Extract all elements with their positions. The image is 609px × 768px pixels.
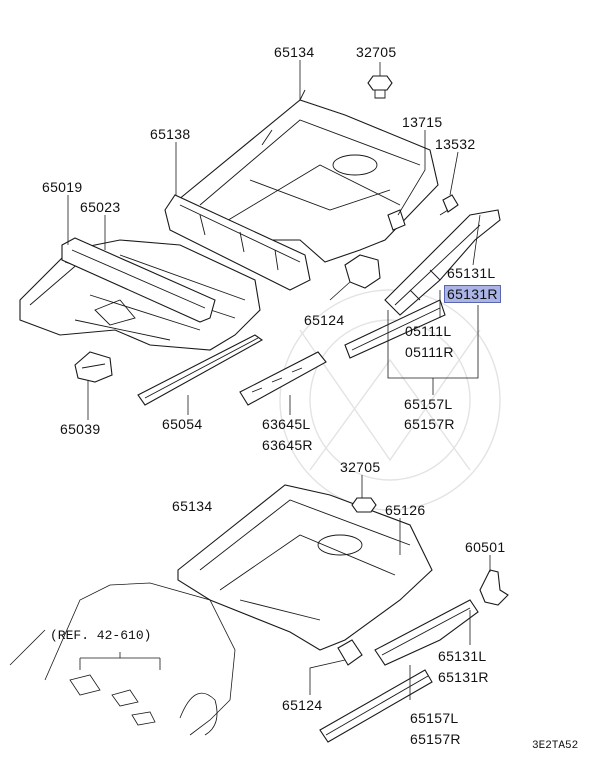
label-13715: 13715 (402, 114, 443, 130)
label-65124: 65124 (304, 312, 345, 328)
label-65054: 65054 (162, 416, 203, 432)
side-member-65019 (61, 237, 216, 323)
label-65157r-lower: 65157R (410, 731, 461, 747)
label-05111r: 05111R (405, 344, 454, 360)
label-65131r-highlighted[interactable]: 65131R (444, 285, 501, 303)
label-65134: 65134 (274, 44, 315, 60)
label-63645r: 63645R (262, 437, 313, 453)
plate-63645 (239, 351, 327, 406)
sill-65157-lower (319, 669, 433, 743)
label-65138: 65138 (150, 126, 191, 142)
label-65023: 65023 (80, 199, 121, 215)
bracket-65124-upper (344, 254, 381, 289)
label-65126: 65126 (385, 502, 426, 518)
bolt-32705-lower (351, 497, 377, 513)
reference-note: (REF. 42-610) (50, 628, 152, 643)
label-05111l: 05111L (405, 323, 452, 339)
label-65131r-lower: 65131R (438, 669, 489, 685)
label-65134-lower: 65134 (172, 498, 213, 514)
label-65131l-lower: 65131L (438, 648, 487, 664)
label-32705-lower: 32705 (340, 459, 381, 475)
leader-lines (67, 60, 491, 700)
label-13532: 13532 (435, 136, 476, 152)
crossmember-65138 (164, 194, 311, 291)
side-rail-65131-upper (384, 209, 501, 316)
label-63645l: 63645L (262, 416, 311, 432)
bracket-13715 (387, 209, 406, 231)
rear-floor-pan-upper (177, 89, 439, 263)
label-32705: 32705 (356, 44, 397, 60)
bracket-65039 (74, 351, 113, 383)
clip-13532 (439, 194, 459, 216)
vehicle-reference-outline (9, 582, 236, 736)
side-rail-65131-lower (374, 599, 479, 666)
rear-floor-pan-lower (177, 484, 433, 651)
diagram-code: 3E2TA52 (532, 740, 579, 752)
bolt-32705-upper (367, 75, 393, 99)
label-65157l: 65157L (404, 396, 453, 412)
label-65124-lower: 65124 (282, 697, 323, 713)
label-65157l-lower: 65157L (410, 710, 459, 726)
bracket-60501 (479, 569, 509, 606)
label-60501: 60501 (465, 539, 506, 555)
bracket-65124-lower (337, 639, 363, 666)
label-65131l: 65131L (447, 265, 496, 281)
sill-65054 (137, 334, 264, 406)
label-65039: 65039 (60, 421, 101, 437)
label-65157r: 65157R (404, 416, 455, 432)
label-65019: 65019 (42, 179, 83, 195)
sill-65157-upper (344, 299, 446, 359)
watermark-logo (279, 289, 501, 511)
